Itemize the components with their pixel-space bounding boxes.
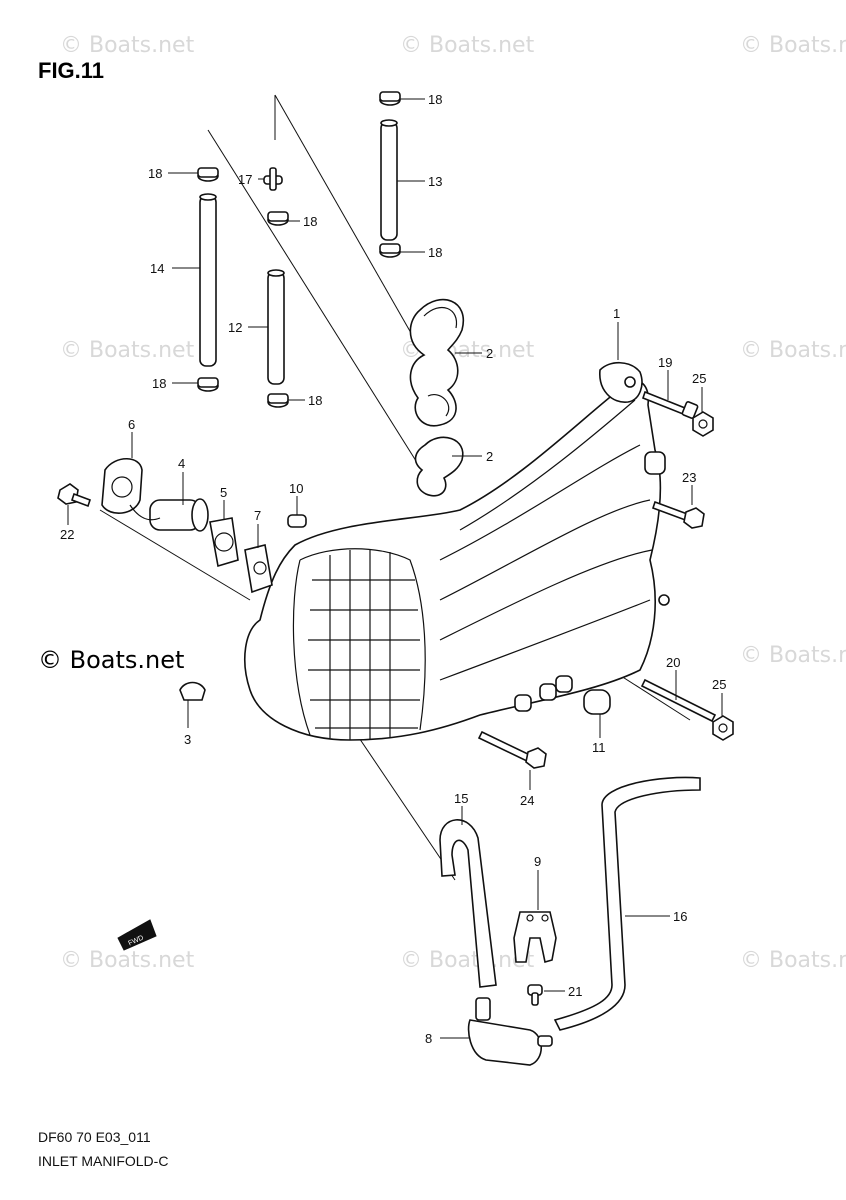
- callout-label: 19: [658, 355, 672, 370]
- hose-13: [380, 119, 398, 241]
- bolt-20: [640, 678, 717, 723]
- callout-label: 12: [228, 320, 242, 335]
- inlet-manifold-1: [244, 361, 670, 741]
- diagram-code: DF60 70 E03_011: [38, 1129, 151, 1145]
- bolt-23: [651, 500, 705, 529]
- screw-21: [527, 984, 543, 1006]
- callout-label: 2: [486, 346, 493, 361]
- watermark: © Boats.net: [400, 948, 535, 973]
- callout-label: 8: [425, 1031, 432, 1046]
- callout-label: 13: [428, 174, 442, 189]
- callout-label: 4: [178, 456, 185, 471]
- hose-12: [267, 269, 285, 385]
- watermark: © Boats.net: [60, 33, 195, 58]
- callout-label: 17: [238, 172, 252, 187]
- callout-label: 1: [613, 306, 620, 321]
- spacer-11: [514, 675, 611, 715]
- valve-4: [129, 498, 209, 532]
- callout-label: 18: [152, 376, 166, 391]
- callout-label: 5: [220, 485, 227, 500]
- callout-label: 18: [428, 245, 442, 260]
- callout-label: 21: [568, 984, 582, 999]
- fitting-17: [263, 167, 283, 191]
- callout-label: 25: [692, 371, 706, 386]
- fwd-badge: FWD: [117, 919, 157, 951]
- callouts: 1 2 2 3 4 5 6 7 8 9 10 11 12 13 14 15 16…: [60, 92, 726, 1046]
- callout-label: 15: [454, 791, 468, 806]
- callout-label: 16: [673, 909, 687, 924]
- watermark: © Boats.net: [740, 643, 846, 668]
- gasket-6: [101, 457, 143, 514]
- callout-label: 11: [592, 740, 606, 755]
- callout-label: 9: [534, 854, 541, 869]
- watermark: © Boats.net: [60, 948, 195, 973]
- watermark: © Boats.net: [400, 33, 535, 58]
- gasket-2-lower: [414, 436, 464, 497]
- watermark: © Boats.net: [740, 338, 846, 363]
- callout-label: 7: [254, 508, 261, 523]
- callout-label: 25: [712, 677, 726, 692]
- hose-14: [199, 193, 217, 367]
- callout-label: 24: [520, 793, 534, 808]
- plug-10: [287, 514, 307, 528]
- callout-label: 14: [150, 261, 164, 276]
- callout-label: 23: [682, 470, 696, 485]
- filter-8: [467, 997, 553, 1066]
- callout-label: 6: [128, 417, 135, 432]
- copyright-mark: © Boats.net: [38, 646, 184, 674]
- plug-3: [179, 681, 206, 701]
- callout-label: 18: [308, 393, 322, 408]
- figure-title: FIG.11: [38, 58, 104, 83]
- callout-label: 18: [148, 166, 162, 181]
- callout-label: 18: [303, 214, 317, 229]
- manifold-grid: [308, 550, 420, 740]
- callout-label: 2: [486, 449, 493, 464]
- bolt-24: [477, 730, 547, 769]
- watermark: © Boats.net: [60, 338, 195, 363]
- watermark: © Boats.net: [740, 33, 846, 58]
- hose-15: [439, 819, 497, 988]
- callout-label: 3: [184, 732, 191, 747]
- callout-label: 22: [60, 527, 74, 542]
- callout-label: 20: [666, 655, 680, 670]
- nut-25-upper: [692, 411, 714, 437]
- clip-9: [513, 911, 557, 964]
- diagram-title: INLET MANIFOLD-C: [38, 1153, 168, 1169]
- bolt-19: [642, 390, 699, 419]
- callout-label: 10: [289, 481, 303, 496]
- gasket-5: [209, 517, 239, 568]
- hose-16: [553, 776, 701, 1031]
- gasket-2-upper: [409, 298, 465, 427]
- watermark: © Boats.net: [740, 948, 846, 973]
- clamps-18: [197, 91, 401, 408]
- nut-25-lower: [712, 715, 734, 741]
- bracket-7: [244, 544, 273, 594]
- bolt-22: [57, 483, 92, 508]
- callout-label: 18: [428, 92, 442, 107]
- leader-lines: [67, 98, 723, 1039]
